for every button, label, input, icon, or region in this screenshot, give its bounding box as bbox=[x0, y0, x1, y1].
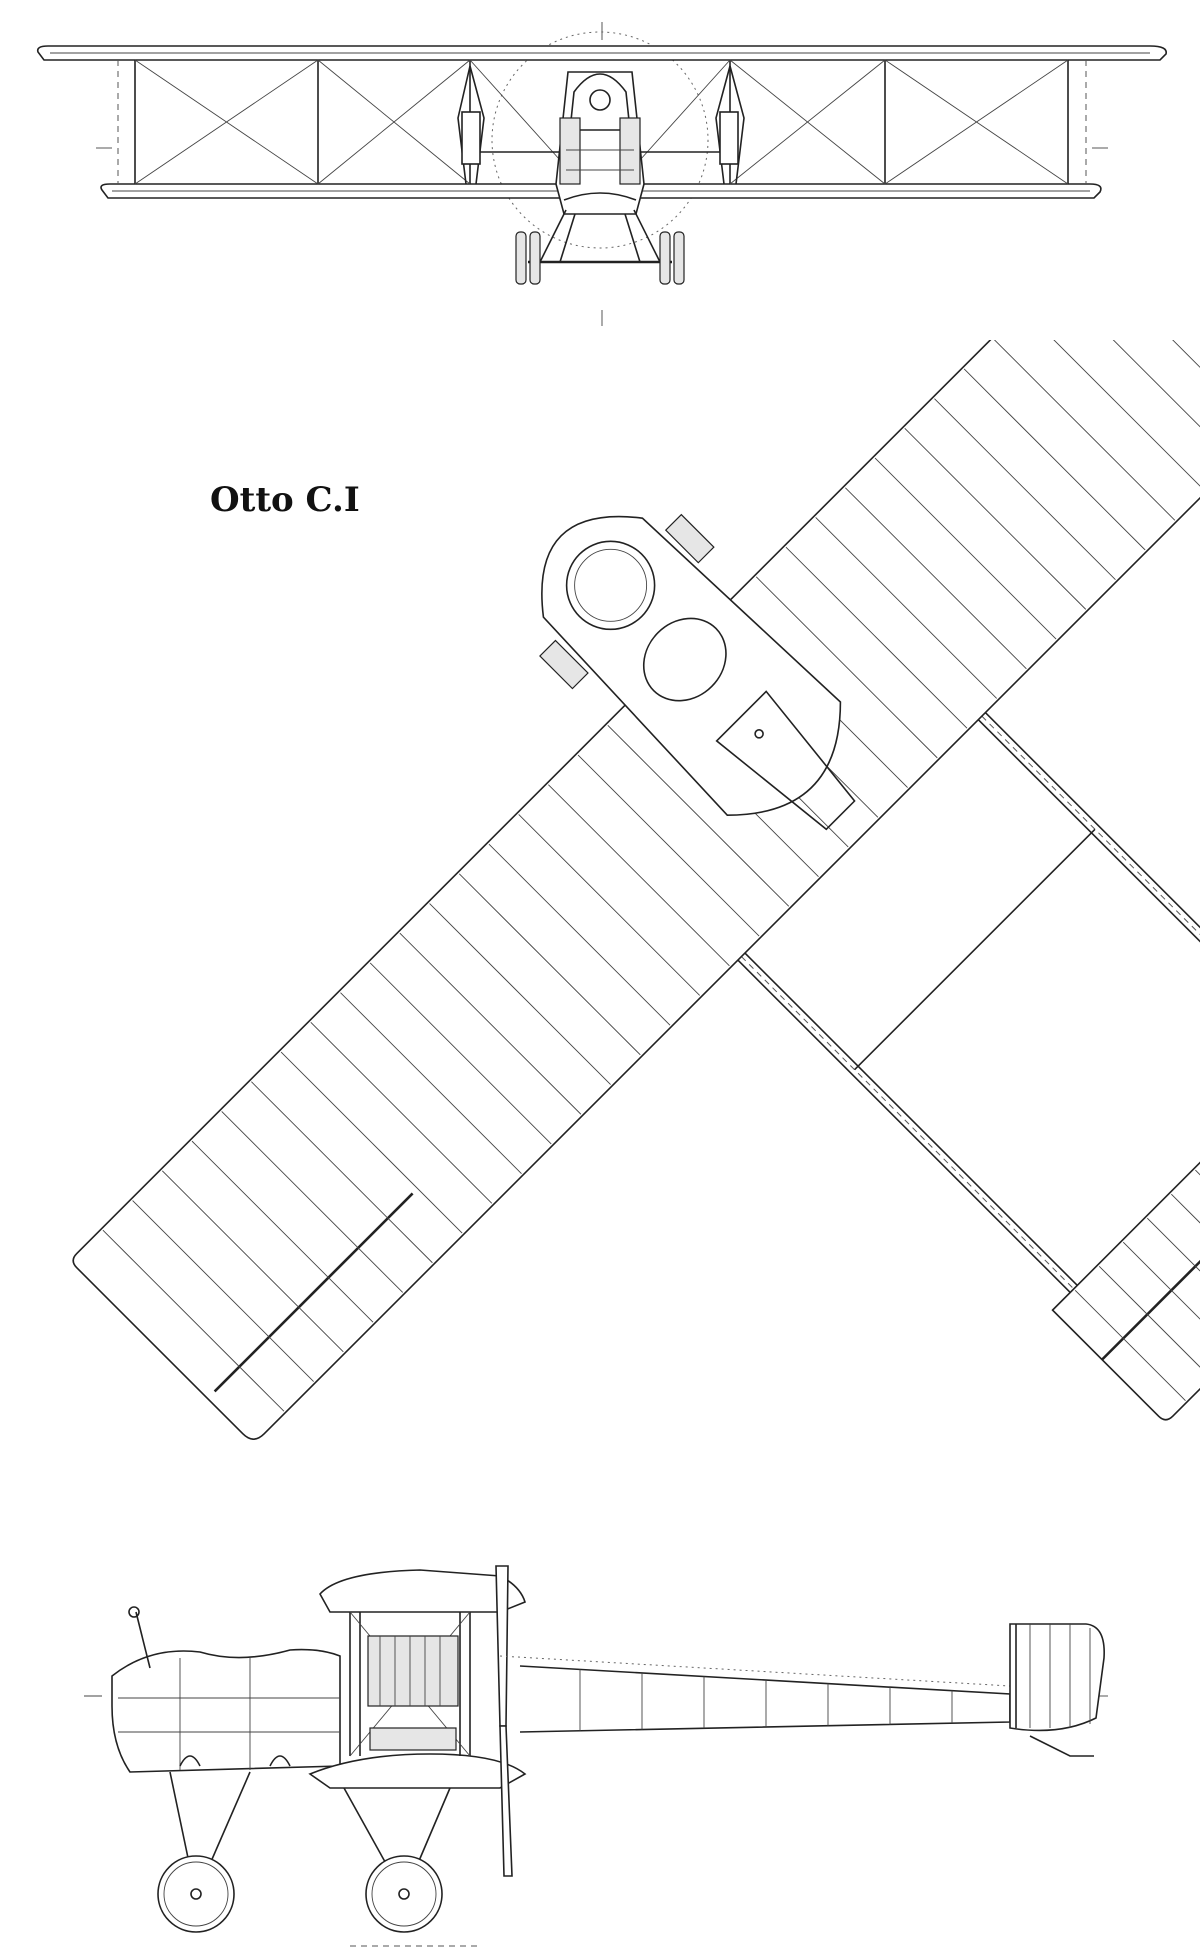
side-fin-rudder bbox=[1009, 1623, 1105, 1757]
rib-line bbox=[132, 1200, 314, 1382]
top-main-wing bbox=[72, 340, 1200, 1440]
rib-line bbox=[1146, 1217, 1200, 1329]
side-undercarriage bbox=[157, 1771, 482, 1947]
rib-line bbox=[369, 962, 552, 1145]
rib-line bbox=[280, 1051, 463, 1234]
rib-line bbox=[1052, 340, 1200, 462]
side-fuselage bbox=[111, 1606, 341, 1773]
side-engine bbox=[367, 1635, 459, 1751]
front-nacelle-struts bbox=[457, 65, 745, 185]
rib-line bbox=[399, 932, 582, 1115]
top-tail-booms bbox=[737, 712, 1200, 1301]
front-bracing-wires bbox=[134, 59, 1069, 185]
top-view bbox=[72, 340, 1200, 1440]
side-view bbox=[84, 1565, 1108, 1947]
side-tail-boom bbox=[499, 1655, 1011, 1733]
rib-line bbox=[221, 1111, 404, 1293]
rib-line bbox=[1082, 340, 1200, 432]
rib-line bbox=[1122, 1241, 1200, 1353]
top-fuselage bbox=[539, 513, 856, 831]
rib-line bbox=[755, 576, 938, 759]
rib-line bbox=[1098, 1265, 1200, 1377]
rib-line bbox=[577, 754, 760, 937]
rib-line bbox=[251, 1081, 433, 1264]
rib-line bbox=[1171, 1193, 1200, 1305]
rib-line bbox=[458, 873, 641, 1056]
top-tailplane bbox=[1051, 1026, 1200, 1421]
rib-line bbox=[963, 368, 1146, 551]
rib-line bbox=[874, 457, 1057, 640]
side-propeller bbox=[495, 1565, 513, 1877]
rib-line bbox=[934, 398, 1116, 580]
rib-line bbox=[340, 992, 522, 1174]
rib-line bbox=[518, 814, 701, 996]
rib-line bbox=[815, 517, 998, 699]
aircraft-title: Otto C.I bbox=[210, 480, 360, 520]
rib-line bbox=[191, 1140, 374, 1323]
rib-line bbox=[310, 1022, 493, 1204]
rib-line bbox=[161, 1170, 344, 1353]
rib-line bbox=[488, 843, 671, 1026]
rib-line bbox=[845, 487, 1027, 670]
rib-line bbox=[993, 340, 1176, 521]
rib-line bbox=[785, 546, 968, 729]
front-propeller-disc bbox=[491, 31, 709, 249]
rib-line bbox=[102, 1229, 285, 1412]
front-undercarriage bbox=[515, 209, 685, 285]
rib-line bbox=[548, 784, 730, 967]
rib-line bbox=[904, 428, 1087, 610]
front-fuselage bbox=[555, 71, 645, 215]
front-view bbox=[36, 22, 1167, 326]
rib-line bbox=[1023, 340, 1200, 491]
rib-line bbox=[429, 903, 611, 1085]
rib-line bbox=[1074, 1290, 1186, 1401]
rib-line bbox=[607, 725, 790, 907]
